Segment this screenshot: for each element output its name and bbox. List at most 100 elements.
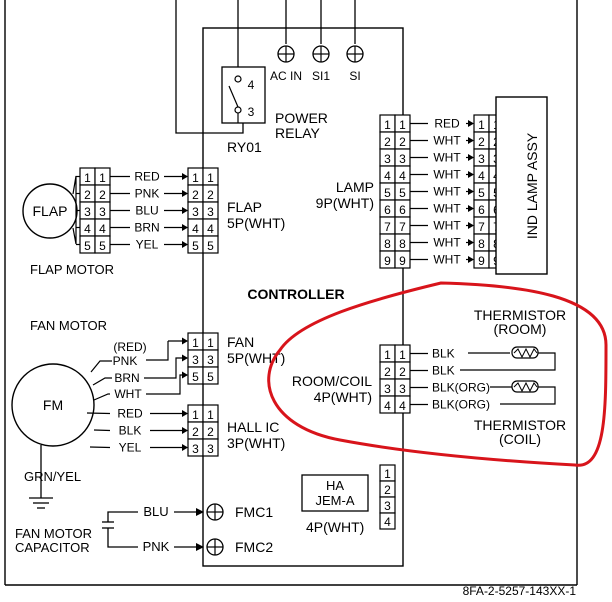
flap-pin-left-b-5: 5	[99, 239, 106, 253]
ha-box: HA JEM-A 4P(WHT)	[301, 474, 369, 535]
arrow-icon	[468, 205, 474, 212]
power-relay: 4 3 POWER RELAY RY01	[221, 66, 328, 155]
room-wire	[460, 352, 556, 371]
hall-wire-label-3: YEL	[119, 441, 142, 455]
thermistor-zigzag	[513, 381, 538, 393]
fan-pin-b-3: 5	[207, 370, 214, 384]
arrow-icon	[182, 207, 188, 214]
flap-pin-right-b-4: 4	[207, 222, 214, 236]
diagram-code: 8FA-2-5257-143XX-1	[463, 584, 577, 598]
arrow-icon	[468, 239, 474, 246]
room-pin-b-4: 4	[399, 399, 406, 413]
arrow-icon	[182, 224, 188, 231]
diagram-frame	[4, 0, 578, 586]
fan-wire	[146, 341, 169, 361]
fan-motor-ground: GRN/YEL	[24, 469, 81, 484]
capacitor-wire-lower-label: PNK	[143, 539, 170, 554]
relay-pin-3: 3	[248, 105, 255, 119]
lamp-pin-a-6: 6	[384, 203, 391, 217]
lamp-pin-b-8: 8	[399, 237, 406, 251]
flap-connector-label-line2: 5P(WHT)	[227, 215, 285, 231]
arrow-icon	[182, 190, 188, 197]
lamp-pin-b-3: 3	[399, 152, 406, 166]
lamp-pin-c-7: 7	[478, 220, 485, 234]
room-coil-label-line2: 4P(WHT)	[314, 389, 372, 405]
arrow-icon	[468, 137, 474, 144]
ha-pin-1: 1	[384, 467, 391, 481]
flap-pin-left-2: 2	[84, 188, 91, 202]
fan-wire	[90, 360, 112, 373]
room-wire-label-1: BLK	[432, 347, 455, 361]
flap-pin-right-5: 5	[192, 239, 199, 253]
ha-label-line1: HA	[326, 478, 344, 493]
lamp-pin-c-4: 4	[478, 169, 485, 183]
flap-motor-caption: FLAP MOTOR	[30, 262, 114, 277]
terminal-si: SI	[346, 45, 364, 83]
lamp-pin-a-9: 9	[384, 254, 391, 268]
flap-pin-left-1: 1	[84, 171, 91, 185]
lamp-pin-c-2: 2	[478, 135, 485, 149]
lamp-pin-b-4: 4	[399, 169, 406, 183]
hall-wire-label-1: RED	[117, 407, 143, 421]
hall-wire-label-2: BLK	[119, 424, 142, 438]
flap-pin-left-b-3: 3	[99, 205, 106, 219]
arrow-icon	[182, 337, 188, 345]
hall-wire	[86, 412, 111, 415]
thermistor-room-label-line2: (ROOM)	[494, 321, 547, 337]
flap-pin-right-b-5: 5	[207, 239, 214, 253]
flap-wire-label-2: PNK	[135, 187, 160, 201]
fan-connector-label-line1: FAN	[227, 334, 254, 350]
terminal-fmc2-label: FMC2	[235, 539, 273, 555]
lamp-wire-label-8: WHT	[433, 236, 461, 250]
flap-pin-right-b-1: 1	[207, 171, 214, 185]
fan-pin-a-3: 5	[192, 370, 199, 384]
hall-wire	[93, 429, 111, 432]
room-wire-label-2: BLK	[432, 364, 455, 378]
fan-capacitor	[102, 511, 117, 548]
lamp-connector-label-line1: LAMP	[336, 179, 374, 195]
ha-pin-4-cell	[379, 512, 396, 530]
ha-pin-3: 3	[384, 499, 391, 513]
fan-pin-a-2: 3	[192, 353, 199, 367]
fan-wire	[144, 357, 187, 379]
fan-wire-label-2: PNK	[113, 354, 138, 368]
thermistor-coil-label-line1: THERMISTOR	[474, 417, 566, 433]
arrow-icon	[468, 171, 474, 178]
relay-label-line1: POWER	[275, 110, 328, 126]
thermistor-room-label-line1: THERMISTOR	[474, 307, 566, 323]
flap-connector-label-line1: FLAP	[227, 199, 262, 215]
capacitor-wire-upper: BLU	[117, 504, 204, 519]
room-pin-b-2: 2	[399, 365, 406, 379]
hall-pin-b-3: 3	[207, 442, 214, 456]
lamp-pin-a-7: 7	[384, 220, 391, 234]
flap-pin-right-b-3: 3	[207, 205, 214, 219]
flap-pin-right-4: 4	[192, 222, 199, 236]
flap-pin-left-b-4: 4	[99, 222, 106, 236]
ha-connector-label: 4P(WHT)	[306, 519, 364, 535]
room-pin-b-3: 3	[399, 382, 406, 396]
arrow-icon	[468, 120, 474, 127]
capacitor-wire-lower: PNK	[117, 539, 204, 554]
fan-wire	[93, 393, 110, 401]
flap-wire-label-1: RED	[134, 170, 160, 184]
flap-pin-right-b-2: 2	[207, 188, 214, 202]
flap-wire-label-5: YEL	[136, 238, 159, 252]
arrow-icon	[182, 410, 188, 417]
hall-wire	[89, 446, 111, 449]
flap-leads	[72, 175, 77, 245]
arrow-icon	[182, 173, 188, 180]
room-pin-a-4: 4	[384, 399, 391, 413]
arrow-icon	[468, 256, 474, 263]
flap-pin-right-2: 2	[192, 188, 199, 202]
hall-pin-b-1: 1	[207, 408, 214, 422]
room-pin-a-1: 1	[384, 348, 391, 362]
controller-label: CONTROLLER	[247, 286, 344, 302]
lamp-connector-label-line2: 9P(WHT)	[316, 195, 374, 211]
hall-pin-b-3-cell	[202, 438, 219, 457]
lamp-pin-c-8: 8	[478, 237, 485, 251]
lamp-pin-c-9: 9	[478, 254, 485, 268]
fan-pin-b-3-cell	[202, 366, 219, 385]
